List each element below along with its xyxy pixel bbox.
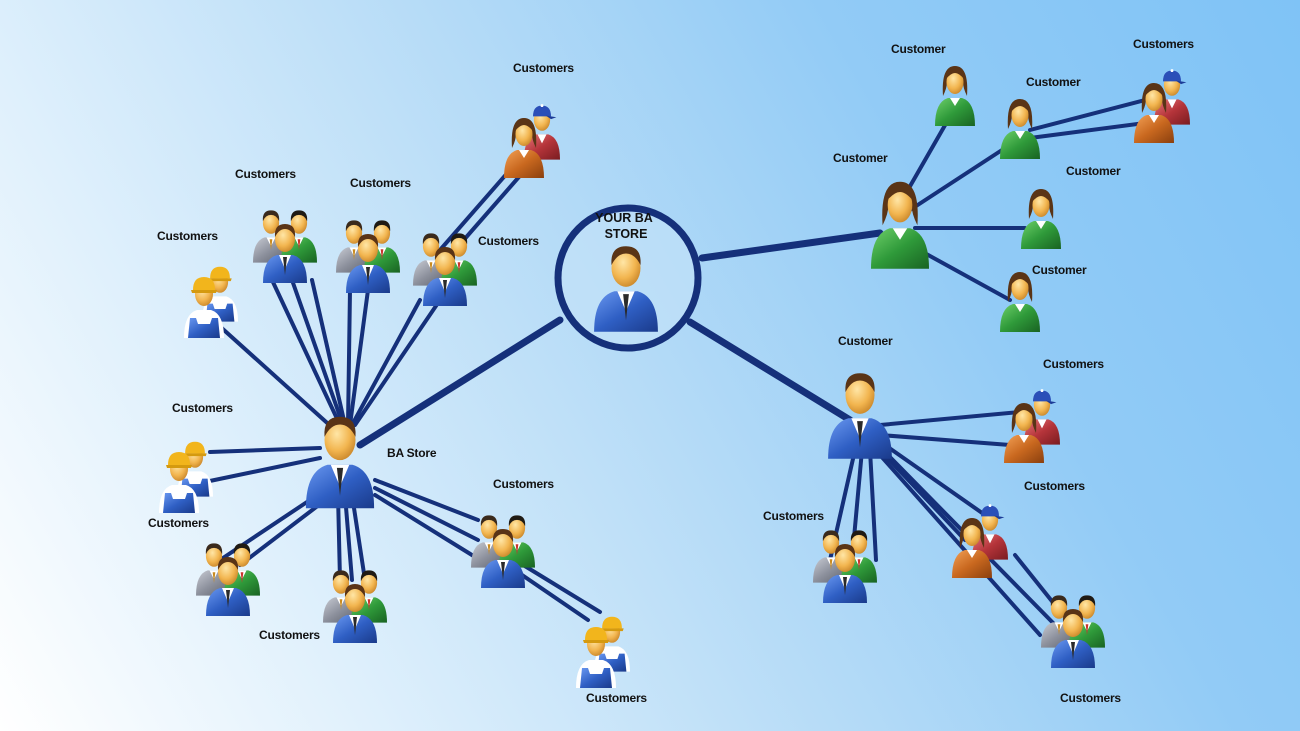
node-top-right-single-a[interactable]: Customer (891, 42, 975, 126)
group-left-mixed-right[interactable]: Customers (471, 477, 555, 588)
group-label: Customers (513, 61, 574, 75)
link-center-to-customer-bottom (686, 318, 854, 424)
group-label: Customers (235, 167, 296, 181)
group-label: Customers (478, 234, 539, 248)
mixed-customers-icon (253, 210, 317, 283)
group-left-cap-mid[interactable]: Customers Customers (148, 401, 234, 530)
node-right-redcap-b[interactable]: Customers (952, 479, 1086, 578)
node-label: Customers (1060, 691, 1121, 705)
customer-woman-icon (1021, 189, 1061, 249)
hub-customer-bottom-label: Customer (838, 334, 893, 348)
node-label: Customers (1043, 357, 1104, 371)
link-center-to-ba-store (356, 316, 564, 449)
mixed-customers-icon (336, 220, 400, 293)
mixed-customers-icon (323, 570, 387, 643)
node-label: Customer (1026, 75, 1081, 89)
group-left-redcap-top[interactable]: Customers (504, 61, 575, 178)
hub-customer-bottom[interactable]: Customer (828, 334, 893, 459)
mixed-customers-icon (1041, 595, 1105, 668)
hub-customer-top[interactable]: Customer (833, 151, 929, 269)
node-label: Customer (1066, 164, 1121, 178)
group-label: Customers (586, 691, 647, 705)
node-label: Customers (763, 509, 824, 523)
redcap-customers-icon (1004, 389, 1060, 463)
node-top-right-single-c[interactable]: Customer (1021, 164, 1121, 249)
hub-ba-store-label: BA Store (387, 446, 437, 460)
node-label: Customers (1133, 37, 1194, 51)
customer-top-spokes (903, 98, 1147, 302)
node-right-mixed[interactable]: Customers (763, 509, 877, 603)
group-left-cap-bottom[interactable]: Customers (576, 617, 648, 705)
node-right-redcap-a[interactable]: Customers (1004, 357, 1105, 463)
connection-lines (203, 98, 1147, 637)
node-label: Customer (891, 42, 946, 56)
group-left-mixed-c[interactable]: Customers (413, 233, 540, 306)
center-node-your-ba-store[interactable]: YOUR BA STORE (554, 204, 702, 352)
hub-ba-store[interactable]: BA Store (305, 416, 437, 509)
group-label: Customers (148, 516, 209, 530)
center-label-line2: STORE (605, 227, 648, 241)
hard-hat-workers-icon (576, 617, 630, 688)
center-label-line1: YOUR BA (595, 211, 653, 225)
hard-hat-workers-icon (159, 442, 213, 513)
ba-store-person-icon (305, 416, 375, 509)
group-label: Customers (493, 477, 554, 491)
ba-store-spokes (203, 168, 602, 622)
hard-hat-workers-icon (184, 267, 238, 338)
group-left-mixed-b[interactable]: Customers (336, 176, 412, 293)
group-label: Customers (259, 628, 320, 642)
link-center-to-customer-top (698, 229, 884, 262)
customer-woman-icon (935, 66, 975, 126)
mixed-customers-icon (813, 530, 877, 603)
node-top-right-single-b[interactable]: Customer (1000, 75, 1081, 159)
redcap-customers-icon (504, 104, 560, 178)
group-label: Customers (157, 229, 218, 243)
group-left-mixed-a[interactable]: Customers (235, 167, 317, 283)
group-left-cap-top[interactable]: Customers (157, 229, 238, 338)
node-top-right-group[interactable]: Customers (1133, 37, 1195, 143)
customer-woman-icon (871, 181, 929, 269)
node-top-right-single-d[interactable]: Customer (1000, 263, 1087, 332)
group-label: Customers (172, 401, 233, 415)
node-label: Customers (1024, 479, 1085, 493)
hub-customer-top-label: Customer (833, 151, 888, 165)
customer-woman-icon (1000, 272, 1040, 332)
redcap-customers-icon (1134, 69, 1190, 143)
node-label: Customer (1032, 263, 1087, 277)
node-right-mixed-bottom[interactable]: Customers (1041, 595, 1122, 705)
group-left-mixed-bottom[interactable]: Customers (259, 570, 387, 643)
group-label: Customers (350, 176, 411, 190)
